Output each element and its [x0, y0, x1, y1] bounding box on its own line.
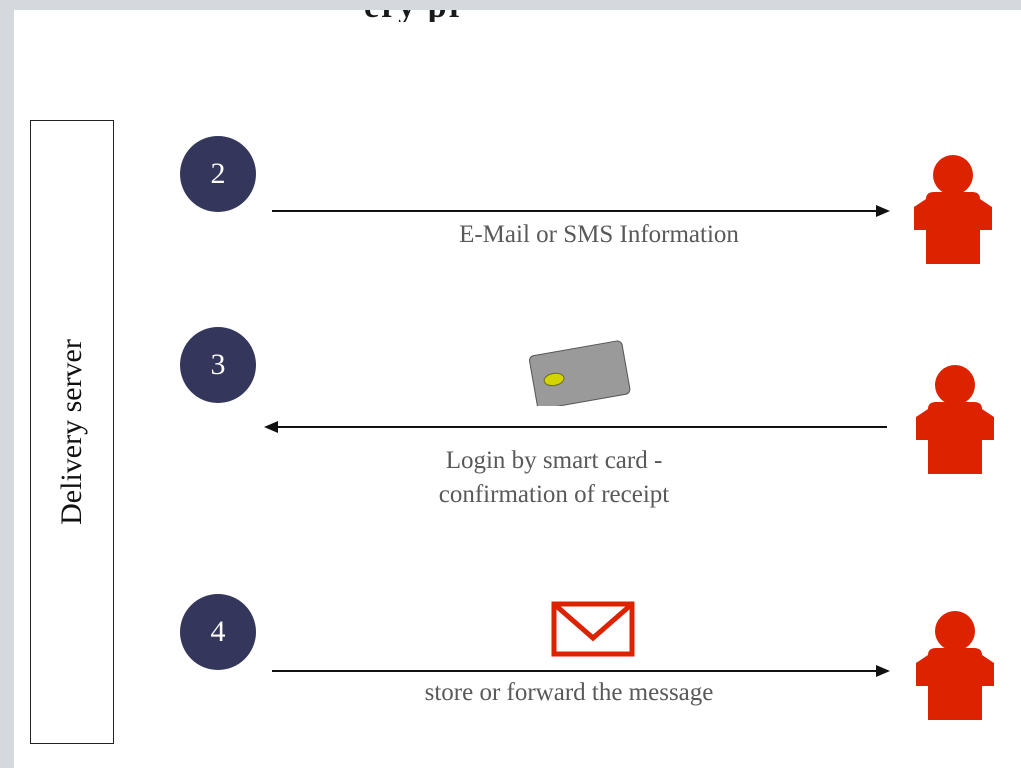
delivery-server-label: Delivery server: [55, 339, 88, 525]
recipient-person-icon: [916, 611, 994, 720]
step-2-badge: 2: [180, 136, 256, 212]
delivery-server-box: Delivery server: [30, 120, 114, 744]
recipient-person-icon: [914, 155, 992, 264]
caption-step-3-line-1: Login by smart card -: [445, 447, 663, 474]
step-3-badge: 3: [180, 327, 256, 403]
caption-step-3-line-2: confirmation of receipt: [438, 481, 670, 508]
slide-title-fragment: ery pr: [364, 10, 514, 22]
envelope-icon: [551, 601, 635, 657]
arrow-step-4-head: [876, 665, 890, 677]
arrow-step-2-head: [876, 205, 890, 217]
caption-step-2: E-Mail or SMS Information: [459, 221, 739, 248]
step-4-badge: 4: [180, 594, 256, 670]
recipient-person-icon: [916, 365, 994, 474]
smart-card-icon: [529, 340, 631, 406]
arrow-step-2-line: [272, 210, 884, 212]
arrow-step-3-head: [264, 421, 278, 433]
arrow-step-4-line: [272, 670, 884, 672]
caption-step-3: Login by smart card - confirmation of re…: [354, 444, 754, 512]
caption-step-4: store or forward the message: [424, 679, 714, 706]
arrow-step-3-line: [276, 426, 887, 428]
slide: ery pr Delivery server 2 E-Mail or SMS I…: [14, 10, 1021, 768]
